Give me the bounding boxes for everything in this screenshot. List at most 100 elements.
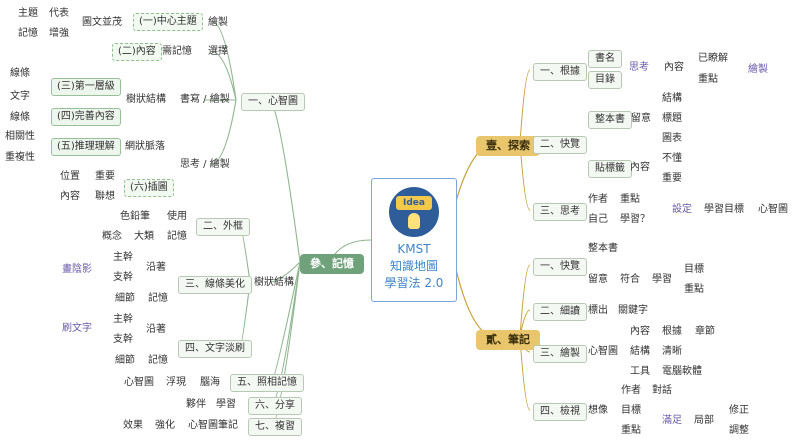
central-line-3: 學習法 2.0	[384, 276, 444, 290]
node-detail-read[interactable]: 二、細讀	[533, 303, 587, 321]
node-trunk-a: 主幹	[113, 252, 133, 263]
node-key-review: 重點	[621, 425, 641, 436]
node-review-notes[interactable]: 四、檢視	[533, 403, 587, 421]
node-key-think: 重點	[620, 194, 640, 205]
node-content-roots: 內容	[664, 62, 684, 73]
node-shading: 畫陰影	[62, 264, 92, 275]
node-satisfy: 滿足	[662, 415, 682, 426]
node-imagine: 想像	[588, 405, 608, 416]
node-learn-share: 學習	[216, 399, 236, 410]
node-adjust: 調整	[729, 425, 749, 436]
node-think-draw[interactable]: 思考 / 繪製	[180, 159, 230, 170]
node-photo-memory[interactable]: 五、照相記憶	[230, 374, 304, 392]
node-key-roots: 重點	[698, 74, 718, 85]
logo-text: Idea	[396, 196, 432, 210]
node-detail-a: 細節	[115, 293, 135, 304]
node-mindmap-notes: 心智圖	[588, 346, 618, 357]
node-text-fade[interactable]: 四、文字淡刷	[178, 340, 252, 358]
node-brush-text: 刷文字	[62, 323, 92, 334]
node-partner: 夥伴	[186, 399, 206, 410]
node-position: 位置	[60, 171, 80, 182]
node-revise: 修正	[729, 405, 749, 416]
node-key-skim: 重點	[684, 284, 704, 295]
node-mindmap-think: 心智圖	[758, 204, 788, 215]
node-share[interactable]: 六、分享	[248, 397, 302, 415]
node-important: 重要	[95, 171, 115, 182]
node-skim-explore[interactable]: 二、快覽	[533, 136, 587, 154]
node-attention-2: 留意	[588, 274, 608, 285]
node-relevance: 相關性	[5, 131, 35, 142]
node-unclear: 不懂	[662, 153, 682, 164]
node-branch-b: 支幹	[113, 334, 133, 345]
node-tree-structure[interactable]: 樹狀結構	[254, 277, 294, 288]
node-rich-graphics[interactable]: 圖文並茂	[82, 17, 122, 28]
central-topic[interactable]: Idea KMST 知識地圖 學習法 2.0	[371, 178, 457, 302]
branch-memory[interactable]: 參、記憶	[300, 254, 364, 274]
node-think-explore[interactable]: 三、思考	[533, 203, 587, 221]
node-think-roots: 思考	[629, 62, 649, 73]
node-content-draw: 內容	[630, 326, 650, 337]
node-sticky: 貼標籤	[588, 160, 632, 178]
node-mark: 標出	[588, 305, 608, 316]
node-central-topic[interactable]: (一)中心主題	[133, 13, 203, 31]
lightbulb-icon	[408, 213, 420, 229]
node-important-skim: 重要	[662, 173, 682, 184]
node-author: 作者	[588, 194, 608, 205]
node-tool: 工具	[630, 366, 650, 377]
node-line-2: 線條	[10, 112, 30, 123]
node-dialogue: 對話	[652, 385, 672, 396]
node-notes: 心智圖筆記	[188, 420, 238, 431]
node-fill-a: 沿著	[146, 262, 166, 273]
node-repetition: 重複性	[5, 152, 35, 163]
node-chapter: 章節	[695, 326, 715, 337]
node-fill-b: 沿著	[146, 324, 166, 335]
node-topic-rep: 代表	[49, 8, 69, 19]
node-concept: 概念	[102, 231, 122, 242]
node-reasoning[interactable]: (五)推理理解	[51, 138, 121, 156]
node-mind-map[interactable]: 一、心智圖	[241, 93, 305, 111]
node-use: 使用	[167, 211, 187, 222]
node-select[interactable]: 選擇	[208, 46, 228, 57]
node-goal-skim: 目標	[684, 264, 704, 275]
node-book-name: 書名	[588, 50, 622, 68]
node-illustration[interactable]: (六)插圖	[124, 179, 174, 197]
node-strengthen: 強化	[155, 420, 175, 431]
node-structure-draw: 結構	[630, 346, 650, 357]
node-keyword: 關鍵字	[618, 305, 648, 316]
node-content-6: 內容	[60, 191, 80, 202]
node-category: 大類	[134, 231, 154, 242]
node-topic: 主題	[18, 8, 38, 19]
central-line-2: 知識地圖	[389, 259, 438, 273]
branch-notes[interactable]: 貳、筆記	[476, 330, 540, 350]
node-goal-review: 目標	[621, 405, 641, 416]
node-content-2[interactable]: (二)內容	[112, 43, 162, 61]
node-memory-strengthen: 增強	[49, 28, 69, 39]
node-draw-notes[interactable]: 三、繪製	[533, 345, 587, 363]
node-remember-a: 記憶	[167, 231, 187, 242]
node-self: 自己	[588, 214, 608, 225]
node-first-level[interactable]: (三)第一層級	[51, 78, 121, 96]
node-photo-mindmap: 心智圖	[124, 377, 154, 388]
node-beautify[interactable]: 三、線條美化	[178, 276, 252, 294]
node-whole-book-2: 整本書	[588, 243, 618, 254]
node-write-draw[interactable]: 書寫 / 繪製	[180, 94, 230, 105]
node-skim-notes[interactable]: 一、快覽	[533, 258, 587, 276]
node-whole-book-1: 整本書	[588, 111, 632, 129]
node-outline[interactable]: 二、外框	[196, 218, 250, 236]
node-line-1: 線條	[10, 68, 30, 79]
node-review-left[interactable]: 七、複習	[248, 418, 302, 436]
node-tree-structure-a: 樹狀結構	[126, 94, 166, 105]
node-brain: 腦海	[200, 377, 220, 388]
node-learn-skim: 學習	[652, 274, 672, 285]
node-attention-1: 留意	[631, 113, 651, 124]
node-roots[interactable]: 一、根據	[533, 63, 587, 81]
node-understood: 已瞭解	[698, 53, 728, 64]
node-perfect-content[interactable]: (四)完善內容	[51, 108, 121, 126]
node-charts: 圖表	[662, 133, 682, 144]
node-need-memory: 需記憶	[162, 46, 192, 57]
branch-explore[interactable]: 壹、探索	[476, 136, 540, 156]
node-draw-roots: 繪製	[748, 64, 768, 75]
node-associate: 聯想	[95, 191, 115, 202]
node-branch-a: 支幹	[113, 272, 133, 283]
node-draw[interactable]: 繪製	[208, 17, 228, 28]
